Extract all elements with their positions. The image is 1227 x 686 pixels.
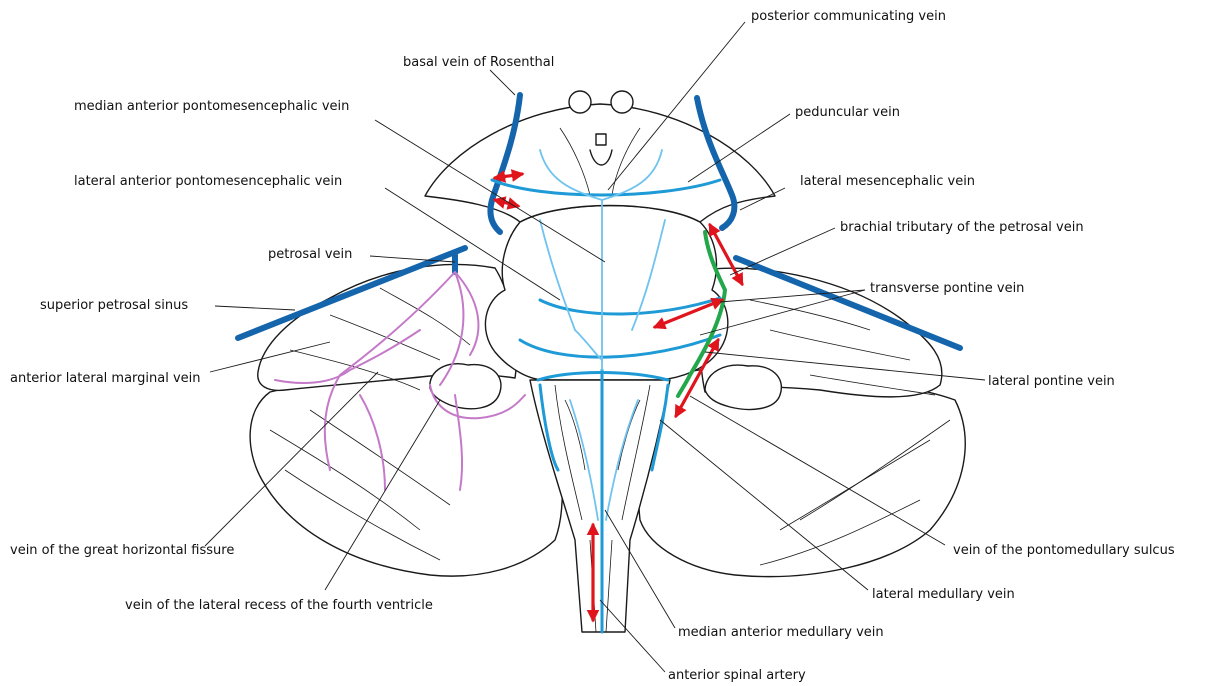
label-basal-vein-of-rosenthal: basal vein of Rosenthal — [403, 55, 554, 70]
label-superior-petrosal-sinus: superior petrosal sinus — [40, 298, 188, 313]
label-lateral-pontine-vein: lateral pontine vein — [988, 374, 1115, 389]
midbrain — [425, 104, 775, 222]
label-lateral-mesencephalic-vein: lateral mesencephalic vein — [800, 174, 975, 189]
label-lateral-anterior-pontomesencephalic-vein: lateral anterior pontomesencephalic vein — [74, 174, 342, 189]
label-median-anterior-pontomesencephalic-vein: median anterior pontomesencephalic vein — [74, 99, 349, 114]
label-anterior-spinal-artery: anterior spinal artery — [668, 668, 806, 683]
label-vein-of-the-great-horizontal-fissure: vein of the great horizontal fissure — [10, 543, 234, 558]
mammillary-body-right — [611, 91, 633, 113]
pons — [485, 206, 727, 381]
label-vein-of-the-pontomedullary-sulcus: vein of the pontomedullary sulcus — [953, 543, 1175, 558]
label-vein-of-the-lateral-recess-of-the-fourth-ventricle: vein of the lateral recess of the fourth… — [125, 598, 433, 613]
label-transverse-pontine-vein: transverse pontine vein — [870, 281, 1024, 296]
label-anterior-lateral-marginal-vein: anterior lateral marginal vein — [10, 371, 201, 386]
label-lateral-medullary-vein: lateral medullary vein — [872, 587, 1015, 602]
label-peduncular-vein: peduncular vein — [795, 105, 900, 120]
label-posterior-communicating-vein: posterior communicating vein — [751, 9, 946, 24]
cerebellum-left-hemisphere — [250, 363, 562, 576]
label-brachial-tributary-of-the-petrosal-vein: brachial tributary of the petrosal vein — [840, 220, 1084, 235]
mammillary-body-left — [569, 91, 591, 113]
label-petrosal-vein: petrosal vein — [268, 247, 352, 262]
cerebellum-right-hemisphere — [638, 368, 965, 577]
label-median-anterior-medullary-vein: median anterior medullary vein — [678, 625, 884, 640]
